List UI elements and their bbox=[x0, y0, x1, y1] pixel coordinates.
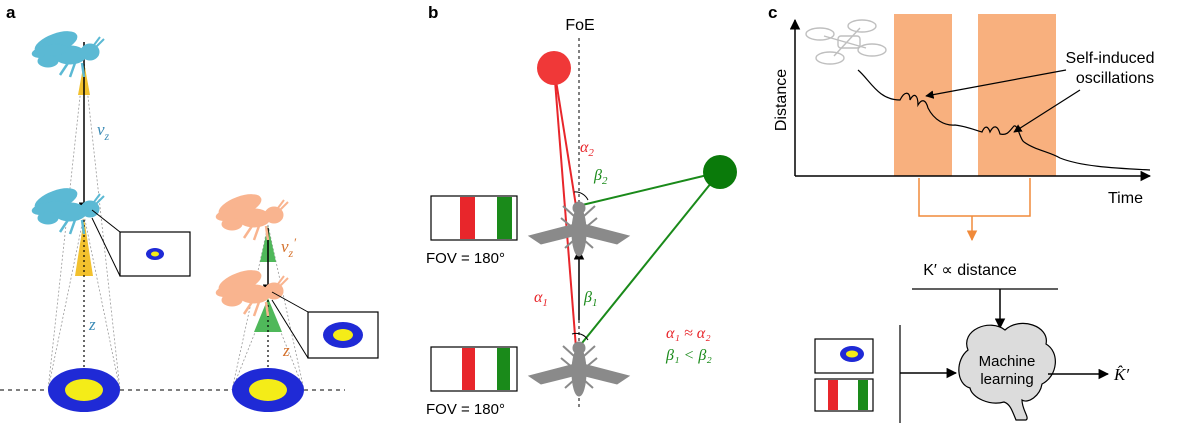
beta2-arc bbox=[573, 191, 589, 201]
bee-icon-blue-mid bbox=[29, 182, 106, 236]
speed-label: vz bbox=[97, 120, 110, 143]
alpha1-label: α1 bbox=[534, 289, 548, 309]
inset-leader-2a bbox=[271, 291, 309, 313]
inset-leader-1a bbox=[91, 209, 121, 233]
brain-label-line-1: Machine bbox=[979, 353, 1036, 370]
annotation-arrow-1 bbox=[925, 69, 1067, 99]
inset-target-center-1 bbox=[151, 251, 159, 257]
k-relation: K′ ∝ distance bbox=[923, 262, 1017, 279]
green-ray-top bbox=[577, 171, 721, 207]
input-target-center bbox=[846, 350, 858, 358]
beta2-label: β2 bbox=[593, 167, 608, 187]
distance-curve bbox=[857, 69, 1151, 171]
target-center-2 bbox=[249, 379, 287, 401]
speed-label-2: vz′ bbox=[281, 235, 296, 260]
annotation-line-1: Self-induced bbox=[1066, 50, 1155, 67]
fov-top-green-bar bbox=[497, 197, 512, 239]
fov-top-red-bar bbox=[460, 197, 475, 239]
panel-a: a bbox=[0, 3, 379, 412]
distance-label: z bbox=[88, 315, 96, 334]
bee-icon-blue-top bbox=[29, 25, 106, 79]
oscillation-band-2 bbox=[978, 14, 1056, 176]
bee-icon-orange-top bbox=[213, 188, 290, 242]
fov-bottom-green-bar bbox=[497, 348, 510, 390]
bracket bbox=[918, 178, 1031, 217]
inset-leader-2b bbox=[271, 299, 309, 359]
input-green-bar bbox=[858, 380, 868, 410]
panel-b: b FoE FOV = 180° FOV = 180° α2 β2 α1 bbox=[426, 3, 737, 418]
annotation-arrow-2 bbox=[1013, 89, 1081, 133]
alpha2-label: α2 bbox=[580, 139, 594, 159]
beta-relation: β₁ < β₂ bbox=[665, 347, 712, 364]
panel-c-letter: c bbox=[768, 3, 777, 22]
alpha1-arc bbox=[571, 332, 589, 341]
target-center-1 bbox=[65, 379, 103, 401]
annotation-line-2: oscillations bbox=[1076, 70, 1154, 87]
green-object bbox=[703, 155, 737, 189]
red-ray-top bbox=[553, 67, 577, 207]
inset-target-center-2 bbox=[333, 329, 353, 341]
k-hat-output: K̂′ bbox=[1113, 365, 1129, 384]
fov-label-top: FOV = 180° bbox=[426, 250, 505, 267]
panel-c: c Distance Time Self-induced oscillation… bbox=[768, 3, 1154, 423]
inset-leader-1b bbox=[91, 217, 121, 277]
fly-icon-bottom bbox=[528, 341, 630, 397]
red-object bbox=[537, 51, 571, 85]
fov-label-bottom: FOV = 180° bbox=[426, 401, 505, 418]
x-axis-label: Time bbox=[1108, 190, 1143, 207]
drone-icon bbox=[805, 19, 887, 65]
brain-label-line-2: learning bbox=[980, 371, 1033, 388]
y-axis-label: Distance bbox=[773, 69, 790, 131]
fov-bottom-red-bar bbox=[462, 348, 475, 390]
panel-a-letter: a bbox=[6, 3, 16, 22]
distance-label-2: z bbox=[282, 341, 290, 360]
alpha-relation: α₁ ≈ α₂ bbox=[666, 325, 711, 342]
input-red-bar bbox=[828, 380, 838, 410]
foe-label: FoE bbox=[565, 17, 594, 34]
fly-icon-top bbox=[528, 201, 630, 257]
green-ray-bottom bbox=[577, 171, 721, 349]
brain-icon bbox=[958, 322, 1056, 421]
beta1-label: β1 bbox=[583, 289, 597, 309]
panel-b-letter: b bbox=[428, 3, 438, 22]
